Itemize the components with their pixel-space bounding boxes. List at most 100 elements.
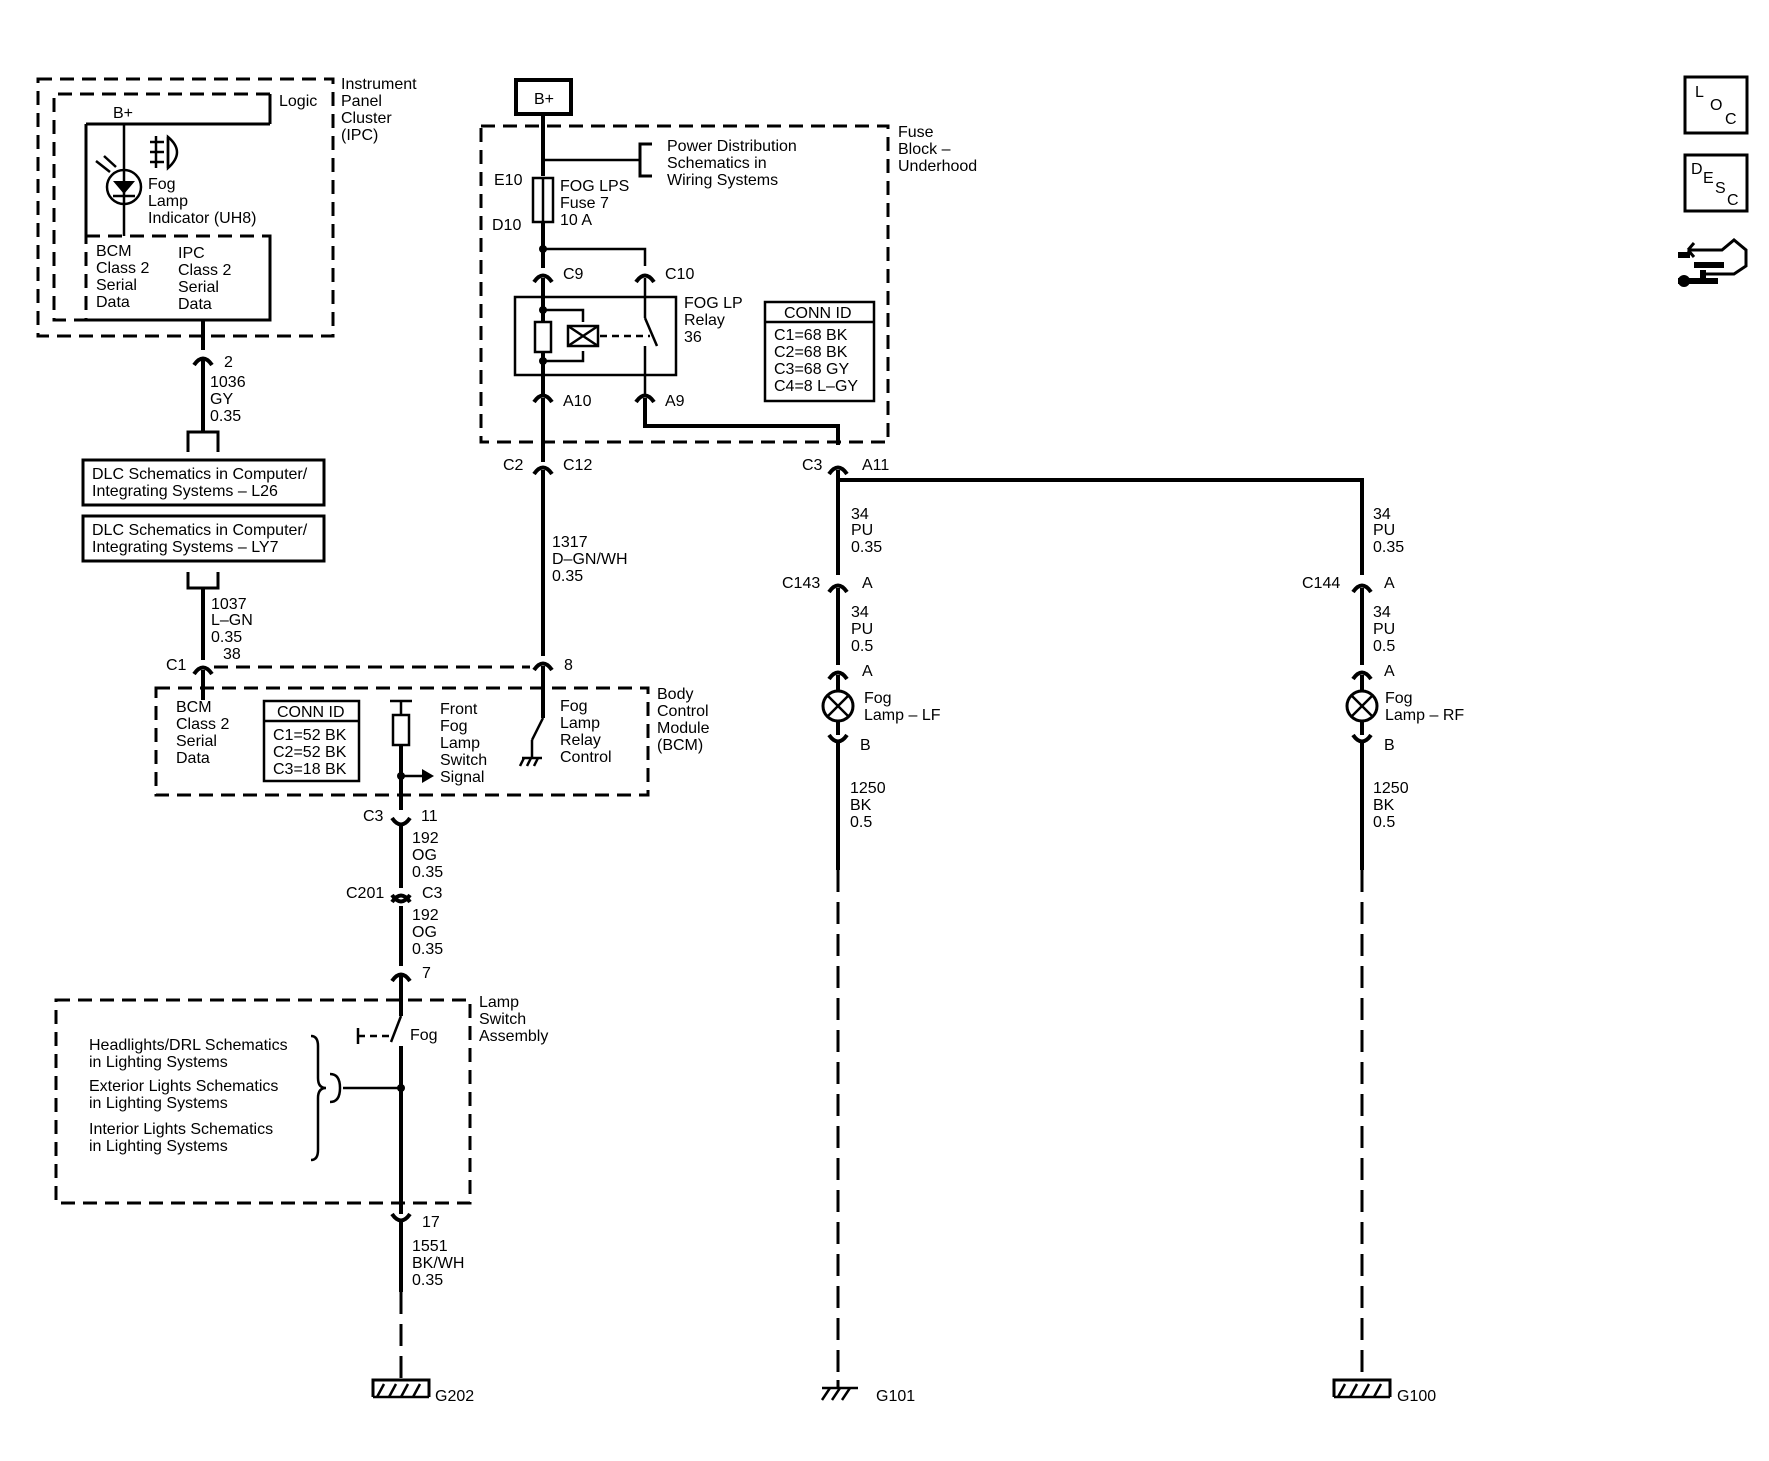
loc-button[interactable]: L O C (1683, 75, 1749, 135)
bcm-title-line: Module (657, 720, 710, 737)
ipc-title-line: Instrument (341, 76, 417, 93)
fog-lamp-lf-line: Fog (864, 690, 892, 707)
fog-lamp-rf-line: Lamp – RF (1385, 707, 1464, 724)
fog-lamp-lf-icon (821, 675, 855, 735)
loc-letter: O (1710, 97, 1722, 114)
bcm-data-label: BCM Class 2 Serial Data (176, 699, 234, 767)
a9-label: A9 (665, 393, 685, 410)
c144-label: C144 (1302, 575, 1340, 592)
bcm-data-line: Data (176, 750, 210, 767)
ipc-module: Logic B+ Fog Lamp Indicator (UH8) BCM C (36, 76, 417, 338)
wire-1036-line: 1036 (210, 374, 246, 391)
fuse-label-line: FOG LPS (560, 178, 629, 195)
wire-1037-line: 38 (223, 646, 241, 663)
fog-lamp-rf-label: Fog Lamp – RF (1385, 690, 1464, 724)
bcm-title: Body Control Module (BCM) (657, 686, 714, 754)
loc-letter: C (1725, 111, 1737, 128)
wire-34-line: PU (1373, 621, 1395, 638)
reference-line: Exterior Lights Schematics (89, 1078, 278, 1095)
bcm-conn-id-rows: C1=52 BK C2=52 BK C3=18 BK (273, 727, 351, 778)
wire-1317-line: D–GN/WH (552, 551, 628, 568)
bcm-title-line: (BCM) (657, 737, 703, 754)
wire-1317-line: 1317 (552, 534, 588, 551)
wire-34-rf-upper-label: 34 PU 0.35 (1373, 506, 1404, 556)
interior-lights-label: Interior Lights Schematics in Lighting S… (89, 1121, 278, 1155)
wire-1036: 2 1036 GY 0.35 (186, 320, 246, 452)
fuse-conn-id-row: C3=68 GY (774, 361, 849, 378)
fog-lamp-lf-line: Lamp – LF (864, 707, 941, 724)
relay-control-line: Control (560, 749, 612, 766)
c12-label: C12 (563, 457, 592, 474)
bcm-data-line: BCM (176, 699, 212, 716)
wire-34-line: 0.5 (1373, 638, 1395, 655)
fuse-conn-id-row: C2=68 BK (774, 344, 848, 361)
wire-34-lf-upper-label: 34 PU 0.35 (851, 506, 882, 556)
loc-letter: L (1695, 84, 1704, 101)
ipc-title-line: Panel (341, 93, 382, 110)
fuse-label-line: Fuse 7 (560, 195, 609, 212)
ipc-bcm-data-line: Data (96, 294, 130, 311)
fog-lamp-relay (513, 295, 678, 377)
g202-label: G202 (435, 1388, 474, 1405)
wire-34-line: 34 (1373, 506, 1391, 523)
reference-line: in Lighting Systems (89, 1054, 228, 1071)
bcm-ground-icon (518, 756, 542, 767)
wire-192-line: OG (412, 847, 437, 864)
dlc-ly7-line: Integrating Systems – LY7 (92, 539, 279, 556)
a10-label: A10 (563, 393, 592, 410)
lamp-switch-title-line: Assembly (479, 1028, 548, 1045)
wire-1036-line: 0.35 (210, 408, 241, 425)
desc-letter: E (1703, 170, 1714, 187)
wire-34-line: 34 (851, 506, 869, 523)
wire-192-line: OG (412, 924, 437, 941)
wire-192-line: 192 (412, 830, 439, 847)
switch-pin-17-label: 17 (422, 1214, 440, 1231)
a11-label: A11 (862, 457, 889, 474)
rf-a-label: A (1384, 663, 1395, 680)
wire-1037-line: 1037 (211, 596, 247, 613)
wire-1317-line: 0.35 (552, 568, 583, 585)
relay-label-line: Relay (684, 312, 725, 329)
c2-label: C2 (503, 457, 524, 474)
c143-a-label: A (862, 575, 873, 592)
fuse-conn-id-row: C1=68 BK (774, 327, 848, 344)
wire-1250-line: BK (1373, 797, 1395, 814)
dlc-l26-reference[interactable]: DLC Schematics in Computer/ Integrating … (81, 458, 326, 507)
diagnostic-connector-icon[interactable] (1678, 238, 1748, 287)
fog-relay-control-label: Fog Lamp Relay Control (560, 698, 612, 766)
c144-a-label: A (1384, 575, 1395, 592)
pin-2-label: 2 (224, 354, 233, 371)
switch-signal-line: Lamp (440, 735, 480, 752)
fuse-label: FOG LPS Fuse 7 10 A (560, 178, 634, 229)
interior-lights-reference[interactable]: Interior Lights Schematics in Lighting S… (89, 1121, 278, 1155)
wire-1551-label: 1551 BK/WH 0.35 (412, 1238, 469, 1289)
ipc-bplus-label: B+ (113, 105, 133, 122)
wire-34-line: 34 (851, 604, 869, 621)
g100-label: G100 (1397, 1388, 1436, 1405)
fuse-block-title-line: Underhood (898, 158, 977, 175)
fuse-block-title-line: Block – (898, 141, 951, 158)
dlc-ly7-line: DLC Schematics in Computer/ (92, 522, 308, 539)
desc-letter: S (1715, 180, 1726, 197)
lamp-switch-title-line: Switch (479, 1011, 526, 1028)
bcm-module: BCM Class 2 Serial Data CONN ID C1=52 BK… (154, 686, 714, 810)
relay-control-line: Lamp (560, 715, 600, 732)
wire-1250-line: 0.5 (850, 814, 872, 831)
wire-1037-label: 1037 L–GN 0.35 38 (211, 596, 257, 663)
exterior-lights-reference[interactable]: Exterior Lights Schematics in Lighting S… (89, 1078, 283, 1112)
fuse-block-title: Fuse Block – Underhood (898, 124, 977, 175)
fog-indicator-line: Fog (148, 176, 176, 193)
headlights-drl-reference[interactable]: Headlights/DRL Schematics in Lighting Sy… (89, 1037, 292, 1071)
desc-button[interactable]: D E S C (1683, 153, 1749, 213)
headlights-drl-label: Headlights/DRL Schematics in Lighting Sy… (89, 1037, 292, 1071)
dlc-ly7-reference[interactable]: DLC Schematics in Computer/ Integrating … (81, 514, 326, 563)
bcm-c3-label: C3 (363, 808, 384, 825)
dlc-l26-line: DLC Schematics in Computer/ (92, 466, 308, 483)
reference-line: in Lighting Systems (89, 1095, 228, 1112)
wire-34-line: 0.35 (1373, 539, 1404, 556)
wire-192-line: 0.35 (412, 864, 443, 881)
wire-192: C3 11 192 OG 0.35 C201 C3 192 OG 0.35 7 (346, 808, 443, 1000)
fuse-block-underhood: B+ Fuse Block – Underhood Power Distribu… (479, 78, 977, 445)
fuse-conn-id-rows: C1=68 BK C2=68 BK C3=68 GY C4=8 L–GY (774, 327, 858, 395)
fog-indicator-line: Indicator (UH8) (148, 210, 256, 227)
